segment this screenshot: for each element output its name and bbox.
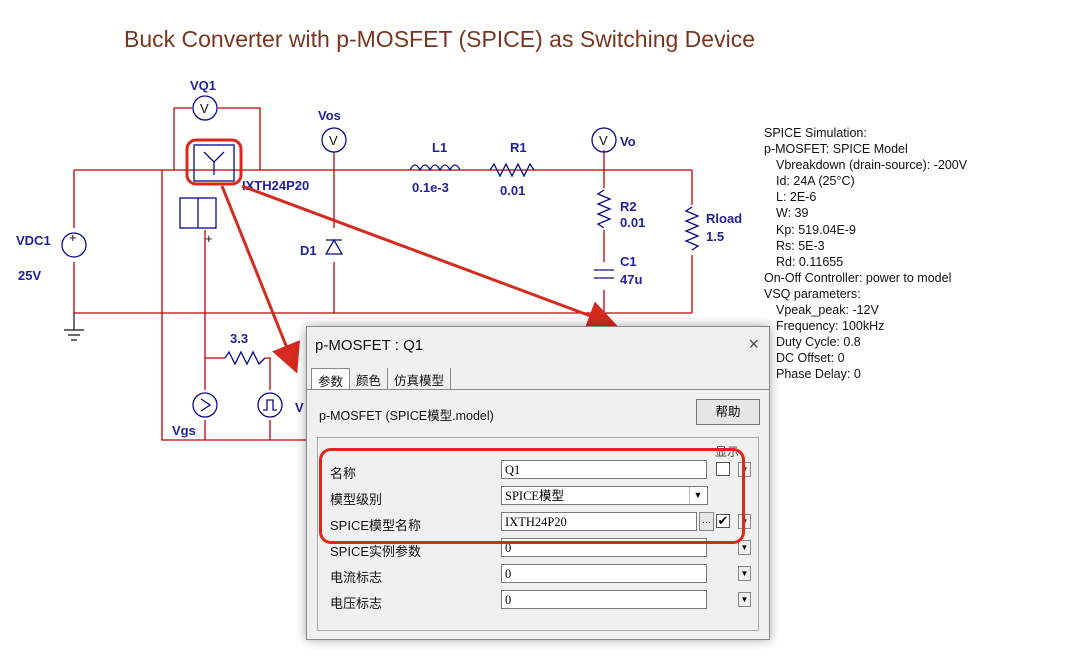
spice-line: Duty Cycle: 0.8	[776, 335, 861, 350]
param-row-current-flag: 电流标志 0 ▼	[318, 562, 758, 587]
q1-highlight-box	[185, 138, 243, 186]
capacitor-c1: C1 47u	[594, 254, 642, 287]
vo-meter: V Vo	[591, 127, 636, 153]
pointer-arrows	[220, 184, 618, 374]
spice-model-name-input[interactable]: IXTH24P20	[501, 512, 697, 531]
resistor-r2: R2 0.01	[596, 189, 645, 230]
svg-text:47u: 47u	[620, 272, 642, 287]
current-flag-input[interactable]: 0	[501, 564, 707, 583]
display-dropdown-current[interactable]: ▼	[738, 566, 751, 581]
spice-line: VSQ parameters:	[764, 286, 861, 301]
svg-text:Vgs: Vgs	[172, 423, 196, 438]
dialog-title: p-MOSFET : Q1	[315, 337, 424, 354]
spice-line: On-Off Controller: power to model	[764, 270, 952, 285]
name-input[interactable]: Q1	[501, 460, 707, 479]
page-title: Buck Converter with p-MOSFET (SPICE) as …	[124, 26, 755, 52]
param-row-name: 名称 Q1 ▼	[318, 458, 758, 483]
tab-color[interactable]: 颜色	[350, 368, 389, 390]
vos-label: Vos	[318, 108, 341, 123]
spice-line: SPICE Simulation:	[764, 126, 867, 140]
chevron-down-icon[interactable]: ▼	[689, 487, 706, 504]
spice-line: Rd: 0.11655	[776, 254, 844, 269]
spice-line: DC Offset: 0	[776, 351, 845, 366]
svg-text:C1: C1	[620, 254, 637, 269]
model-level-select[interactable]: SPICE模型	[501, 486, 708, 505]
display-dropdown-name[interactable]: ▼	[738, 462, 751, 477]
resistor-r1: R1 0.01	[489, 140, 535, 198]
param-row-model-level: 模型级别 SPICE模型 ▼	[318, 484, 758, 509]
param-row-spice-model-name: SPICE模型名称 IXTH24P20 ... ✔ ▼	[318, 510, 758, 535]
svg-text:1.5: 1.5	[706, 229, 724, 244]
svg-text:R2: R2	[620, 199, 637, 214]
square-wave-source: V	[257, 392, 304, 418]
voltage-flag-input[interactable]: 0	[501, 590, 707, 609]
model-description: p-MOSFET (SPICE模型.model)	[319, 409, 494, 423]
gate-resistor: 3.3	[224, 331, 266, 366]
tab-parameters[interactable]: 参数	[311, 368, 351, 390]
parameter-panel: 显示 名称 Q1 ▼ 模型级别 SPICE模型 ▼ SPICE模型名称 IXTH…	[317, 437, 759, 631]
vos-meter: V Vos	[318, 108, 347, 153]
spice-line: p-MOSFET: SPICE Model	[764, 142, 908, 157]
svg-text:3.3: 3.3	[230, 331, 248, 346]
spice-line: Vpeak_peak: -12V	[776, 303, 879, 318]
vdc1-source: + VDC1 25V	[16, 230, 87, 283]
svg-text:R1: R1	[510, 140, 527, 155]
display-dropdown-voltage[interactable]: ▼	[738, 592, 751, 607]
svg-text:0.01: 0.01	[500, 183, 525, 198]
vo-label: Vo	[620, 134, 636, 149]
svg-text:Rload: Rload	[706, 211, 742, 226]
svg-text:L1: L1	[432, 140, 447, 155]
close-icon[interactable]: ×	[748, 334, 759, 354]
browse-button: ...	[699, 512, 714, 531]
diode-d1: D1	[300, 238, 344, 258]
svg-text:V: V	[295, 400, 304, 415]
spice-line: Frequency: 100kHz	[776, 319, 885, 334]
q1-model-label: IXTH24P20	[242, 178, 309, 193]
vdc1-label: VDC1	[16, 233, 51, 248]
spice-line: L: 2E-6	[776, 190, 817, 205]
mosfet-q1: + IXTH24P20	[179, 138, 309, 246]
spice-line: Id: 24A (25°C)	[776, 174, 855, 189]
spice-line: Vbreakdown (drain-source): -200V	[776, 158, 968, 173]
dialog-tabs: 参数 颜色 仿真模型	[311, 368, 452, 390]
vq1-meter: V VQ1	[190, 78, 218, 121]
vq1-label: VQ1	[190, 78, 216, 93]
svg-text:D1: D1	[300, 243, 317, 258]
display-dropdown-instance[interactable]: ▼	[738, 540, 751, 555]
param-row-spice-instance: SPICE实例参数 0 ▼	[318, 536, 758, 561]
inductor-l1: L1 0.1e-3	[409, 140, 461, 195]
svg-text:V: V	[599, 133, 608, 148]
svg-text:0.1e-3: 0.1e-3	[412, 180, 449, 195]
svg-text:0.01: 0.01	[620, 215, 645, 230]
tab-simulation-model[interactable]: 仿真模型	[388, 368, 452, 390]
spice-line: Kp: 519.04E-9	[776, 222, 856, 237]
spice-line: Phase Delay: 0	[776, 367, 861, 382]
vgs-meter: Vgs	[172, 392, 218, 438]
spice-instance-input[interactable]: 0	[501, 538, 707, 557]
vdc1-value: 25V	[18, 268, 41, 283]
spice-line: Rs: 5E-3	[776, 238, 825, 253]
svg-text:V: V	[329, 133, 338, 148]
param-row-voltage-flag: 电压标志 0 ▼	[318, 588, 758, 613]
resistor-rload: Rload 1.5	[684, 206, 742, 251]
display-checkbox-spice-model[interactable]: ✔	[716, 513, 730, 528]
svg-text:+: +	[205, 231, 213, 246]
mosfet-properties-dialog: p-MOSFET : Q1 × 参数 颜色 仿真模型 p-MOSFET (SPI…	[306, 326, 770, 640]
svg-text:V: V	[200, 101, 209, 116]
svg-text:+: +	[69, 230, 77, 245]
help-button[interactable]: 帮助	[696, 399, 760, 425]
display-dropdown-spice-model[interactable]: ▼	[738, 514, 751, 529]
display-checkbox-name[interactable]	[716, 462, 730, 476]
ground-symbol	[64, 313, 84, 341]
spice-line: W: 39	[776, 206, 809, 221]
